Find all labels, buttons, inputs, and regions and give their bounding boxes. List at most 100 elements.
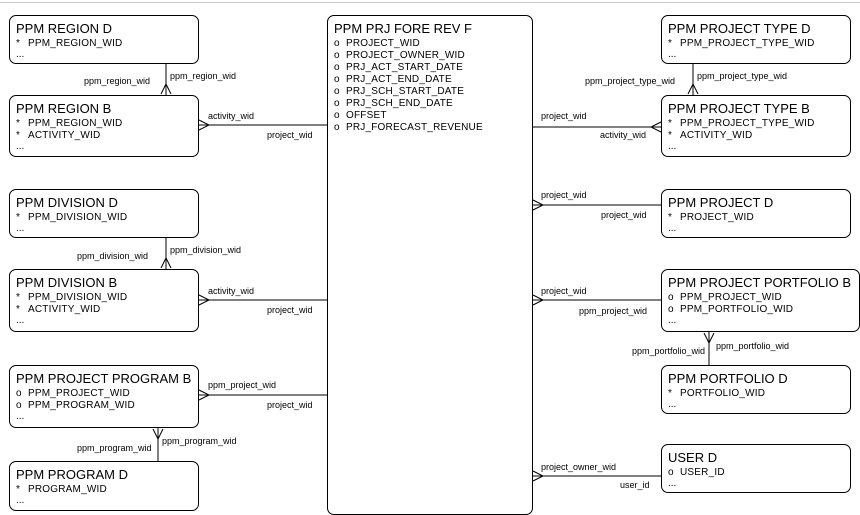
attribute: *PPM_REGION_WID (16, 118, 123, 129)
rel-label: ppm_program_wid (162, 436, 237, 446)
attribute-list: *PROJECT_WID (668, 212, 844, 224)
crowfoot-division (160, 256, 172, 269)
entity-title: PPM PORTFOLIO D (668, 371, 788, 386)
crowfoot-region (160, 82, 172, 95)
attribute: *PROJECT_WID (668, 212, 754, 223)
rel-label: ppm_portfolio_wid (716, 341, 790, 351)
more-attributes: ... (668, 223, 677, 234)
crowfoot-region-fact (198, 119, 211, 131)
more-attributes: ... (16, 411, 25, 422)
entity-ppm-project-type-d[interactable]: PPM PROJECT TYPE D *PPM_PROJECT_TYPE_WID… (661, 15, 851, 64)
entity-title: PPM REGION B (16, 101, 112, 116)
entity-ppm-region-b[interactable]: PPM REGION B *PPM_REGION_WID *ACTIVITY_W… (9, 95, 199, 157)
entity-title: PPM PROJECT TYPE D (668, 21, 811, 36)
rel-label: ppm_project_type_wid (585, 76, 676, 86)
attribute-list: *PPM_DIVISION_WID *ACTIVITY_WID (16, 292, 192, 316)
entity-ppm-project-type-b[interactable]: PPM PROJECT TYPE B *PPM_PROJECT_TYPE_WID… (661, 95, 851, 157)
rel-label: ppm_division_wid (77, 251, 149, 261)
entity-ppm-division-d[interactable]: PPM DIVISION D *PPM_DIVISION_WID ... (9, 189, 199, 238)
attribute: *PROGRAM_WID (16, 484, 107, 495)
entity-title: PPM DIVISION B (16, 275, 118, 290)
rel-label: project_wid (541, 286, 587, 296)
crowfoot-type (687, 82, 699, 95)
attribute: *ACTIVITY_WID (16, 304, 101, 315)
crowfoot-division-fact (198, 294, 211, 306)
rel-label: ppm_region_wid (170, 71, 237, 81)
entity-title: PPM PROJECT PORTFOLIO B (668, 275, 851, 290)
entity-ppm-region-d[interactable]: PPM REGION D *PPM_REGION_WID ... (9, 15, 199, 64)
entity-title: PPM REGION D (16, 21, 113, 36)
attribute-list: *PROGRAM_WID (16, 484, 192, 496)
rel-label: project_wid (541, 111, 587, 121)
rel-label: ppm_program_wid (77, 443, 152, 453)
attribute: *ACTIVITY_WID (16, 130, 101, 141)
entity-title: USER D (668, 450, 718, 465)
rel-label: project_wid (601, 210, 647, 220)
attribute: *PPM_PROJECT_TYPE_WID (668, 118, 815, 129)
rel-label: ppm_project_type_wid (697, 71, 788, 81)
attribute-list: *PPM_DIVISION_WID (16, 212, 192, 224)
more-attributes: ... (668, 141, 677, 152)
rel-label: ppm_portfolio_wid (632, 346, 706, 356)
attribute: *ACTIVITY_WID (668, 130, 753, 141)
rel-label: project_wid (267, 400, 313, 410)
crowfoot-user-fact (532, 470, 545, 482)
more-attributes: ... (16, 495, 25, 506)
rel-label: activity_wid (208, 286, 255, 296)
crowfoot-program-fact (198, 389, 211, 401)
more-attributes: ... (668, 49, 677, 60)
rel-label: user_id (620, 480, 650, 490)
entity-ppm-portfolio-d[interactable]: PPM PORTFOLIO D *PORTFOLIO_WID ... (661, 365, 851, 414)
attribute: *PPM_REGION_WID (16, 38, 123, 49)
entity-title: PPM DIVISION D (16, 195, 118, 210)
rel-label: project_wid (267, 130, 313, 140)
more-attributes: ... (668, 315, 677, 326)
crowfoot-program (152, 428, 164, 441)
attribute-list: *PPM_PROJECT_TYPE_WID *ACTIVITY_WID (668, 118, 844, 142)
attribute: *PORTFOLIO_WID (668, 388, 766, 399)
more-attributes: ... (16, 315, 25, 326)
attribute-list: *PORTFOLIO_WID (668, 388, 844, 400)
entity-title: PPM PROJECT PROGRAM B (16, 371, 192, 386)
entity-title: PPM PROJECT TYPE B (668, 101, 810, 116)
attribute-list: *PPM_REGION_WID (16, 38, 192, 50)
more-attributes: ... (668, 478, 677, 489)
attribute-list: *PPM_PROJECT_TYPE_WID (668, 38, 844, 50)
crowfoot-type-fact (649, 121, 662, 133)
rel-label: activity_wid (208, 111, 255, 121)
entity-ppm-project-d[interactable]: PPM PROJECT D *PROJECT_WID ... (661, 189, 851, 238)
attribute: *PPM_PROJECT_TYPE_WID (668, 38, 815, 49)
entity-title: PPM PRJ FORE REV F (334, 21, 472, 36)
more-attributes: ... (16, 223, 25, 234)
rel-label: project_owner_wid (541, 462, 617, 472)
more-attributes: ... (16, 141, 25, 152)
rel-label: ppm_project_wid (208, 380, 277, 390)
crowfoot-portfolio-fact (532, 294, 545, 306)
entity-ppm-program-d[interactable]: PPM PROGRAM D *PROGRAM_WID ... (9, 461, 199, 511)
rel-label: ppm_project_wid (579, 306, 648, 316)
rel-label: ppm_region_wid (84, 76, 151, 86)
entity-title: PPM PROJECT D (668, 195, 774, 210)
rel-label: project_wid (267, 305, 313, 315)
more-attributes: ... (668, 399, 677, 410)
entity-ppm-division-b[interactable]: PPM DIVISION B *PPM_DIVISION_WID *ACTIVI… (9, 269, 199, 332)
attribute: *PPM_DIVISION_WID (16, 292, 128, 303)
